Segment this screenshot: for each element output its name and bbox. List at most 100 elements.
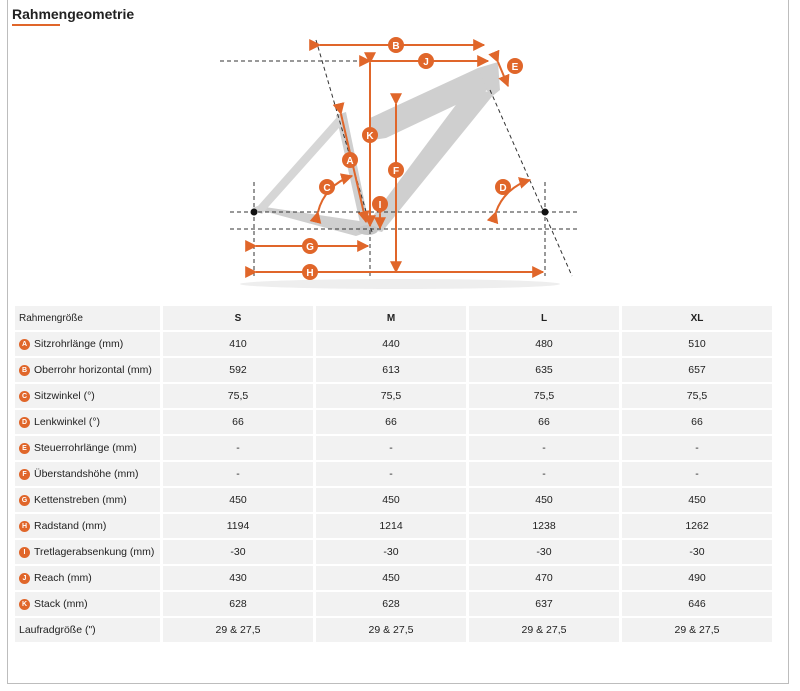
row-value: 450 (163, 488, 313, 512)
dimension-label-h: H (302, 264, 318, 280)
row-label-text: Steuerrohrlänge (mm) (34, 442, 137, 455)
row-value: 29 & 27,5 (316, 618, 466, 642)
row-value: 637 (469, 592, 619, 616)
row-label-text: Sitzrohrlänge (mm) (34, 338, 124, 351)
dimension-label-g: G (302, 238, 318, 254)
row-value: 410 (163, 332, 313, 356)
row-value: 29 & 27,5 (163, 618, 313, 642)
row-label: A Sitzrohrlänge (mm) (15, 332, 160, 356)
svg-text:F: F (393, 166, 399, 177)
dimension-label-j: J (418, 53, 434, 69)
row-value: 480 (469, 332, 619, 356)
svg-text:A: A (346, 156, 353, 167)
row-value: 592 (163, 358, 313, 382)
size-header-xl: XL (622, 306, 772, 330)
row-value: 628 (316, 592, 466, 616)
row-value: 1238 (469, 514, 619, 538)
row-badge: K (19, 598, 30, 610)
geometry-table: Rahmengröße S M L XL A Sitzrohrlänge (mm)… (12, 304, 775, 644)
row-value: -30 (316, 540, 466, 564)
dimension-label-k: K (362, 127, 378, 143)
dimension-lines (245, 39, 545, 278)
row-value: 450 (316, 488, 466, 512)
row-value: 75,5 (622, 384, 772, 408)
row-badge: C (19, 390, 30, 402)
rear-axle-point (250, 208, 258, 216)
svg-text:I: I (379, 200, 382, 211)
svg-text:C: C (323, 183, 330, 194)
row-value: 29 & 27,5 (469, 618, 619, 642)
row-value: -30 (622, 540, 772, 564)
row-badge: B (19, 364, 30, 376)
size-header-m: M (316, 306, 466, 330)
row-value: 1214 (316, 514, 466, 538)
row-label: B Oberrohr horizontal (mm) (15, 358, 160, 382)
row-value: - (622, 462, 772, 486)
row-badge: I (19, 546, 30, 558)
row-label-text: Radstand (mm) (34, 520, 107, 533)
row-value: 613 (316, 358, 466, 382)
row-value: 75,5 (163, 384, 313, 408)
dimension-label-f: F (388, 162, 404, 178)
row-label: C Sitzwinkel (°) (15, 384, 160, 408)
row-label-text: Kettenstreben (mm) (34, 494, 127, 507)
table-header-row: Rahmengröße S M L XL (15, 306, 772, 330)
row-value: 66 (316, 410, 466, 434)
row-label-text: Tretlagerabsenkung (mm) (34, 546, 155, 559)
dimension-label-e: E (507, 58, 523, 74)
row-badge: E (19, 442, 30, 454)
dimension-label-d: D (495, 179, 511, 195)
geometry-panel (7, 0, 789, 684)
dimension-label-b: B (388, 37, 404, 53)
table-corner-label: Rahmengröße (15, 306, 160, 330)
row-value: - (316, 462, 466, 486)
row-value: - (622, 436, 772, 460)
frame-geometry-diagram: B J E K A F C D (220, 37, 580, 289)
row-value: 66 (163, 410, 313, 434)
row-value: - (163, 462, 313, 486)
row-label: E Steuerrohrlänge (mm) (15, 436, 160, 460)
svg-text:K: K (366, 131, 374, 142)
row-label-text: Stack (mm) (34, 598, 88, 611)
row-badge: D (19, 416, 30, 428)
row-value: 510 (622, 332, 772, 356)
row-value: -30 (163, 540, 313, 564)
svg-text:E: E (512, 62, 519, 73)
row-value: 75,5 (469, 384, 619, 408)
row-value: 430 (163, 566, 313, 590)
row-value: 470 (469, 566, 619, 590)
size-header-l: L (469, 306, 619, 330)
row-value: - (316, 436, 466, 460)
row-label: I Tretlagerabsenkung (mm) (15, 540, 160, 564)
row-badge: A (19, 338, 30, 350)
svg-text:G: G (306, 242, 314, 253)
row-label-text: Oberrohr horizontal (mm) (34, 364, 152, 377)
row-value: 66 (469, 410, 619, 434)
reference-lines (220, 39, 580, 277)
row-label-text: Sitzwinkel (°) (34, 390, 95, 403)
size-header-s: S (163, 306, 313, 330)
section-title: Rahmengeometrie (12, 6, 135, 22)
dimension-label-a: A (342, 152, 358, 168)
row-value: 657 (622, 358, 772, 382)
row-value: - (163, 436, 313, 460)
row-value: - (469, 436, 619, 460)
front-axle-point (541, 208, 549, 216)
row-value: 66 (622, 410, 772, 434)
row-value: 450 (622, 488, 772, 512)
row-value: 635 (469, 358, 619, 382)
row-label-text: Überstandshöhe (mm) (34, 468, 139, 481)
dimension-label-i: I (372, 196, 388, 212)
